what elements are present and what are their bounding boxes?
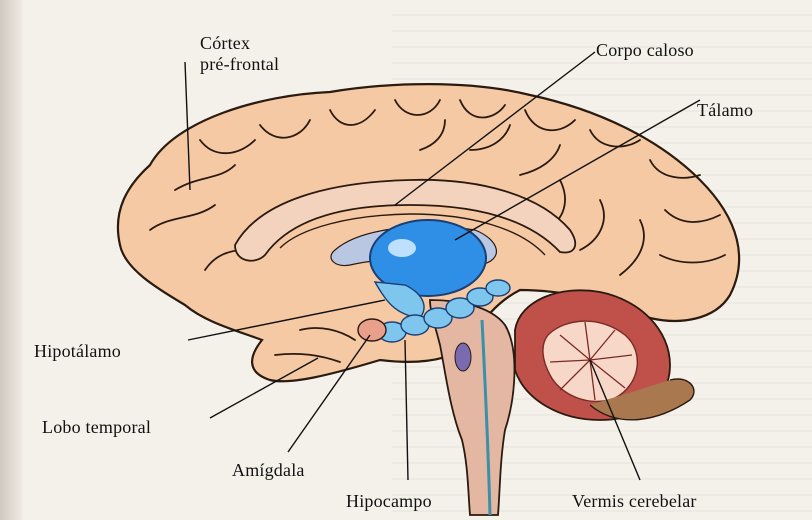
thalamus-highlight (388, 239, 416, 257)
brainstem-shape (430, 300, 514, 515)
label-vermis-cerebelar: Vermis cerebelar (572, 491, 697, 512)
label-amigdala: Amígdala (232, 460, 305, 481)
label-corpo-caloso: Corpo caloso (596, 40, 694, 61)
label-talamo: Tálamo (697, 100, 753, 121)
label-cortex-prefrontal: Córtex pré-frontal (200, 33, 279, 75)
label-lobo-temporal: Lobo temporal (42, 417, 151, 438)
amygdala-shape (358, 319, 386, 341)
label-hipocampo: Hipocampo (346, 491, 432, 512)
mammillary-body (455, 343, 471, 371)
label-hipotalamo: Hipotálamo (34, 341, 121, 362)
